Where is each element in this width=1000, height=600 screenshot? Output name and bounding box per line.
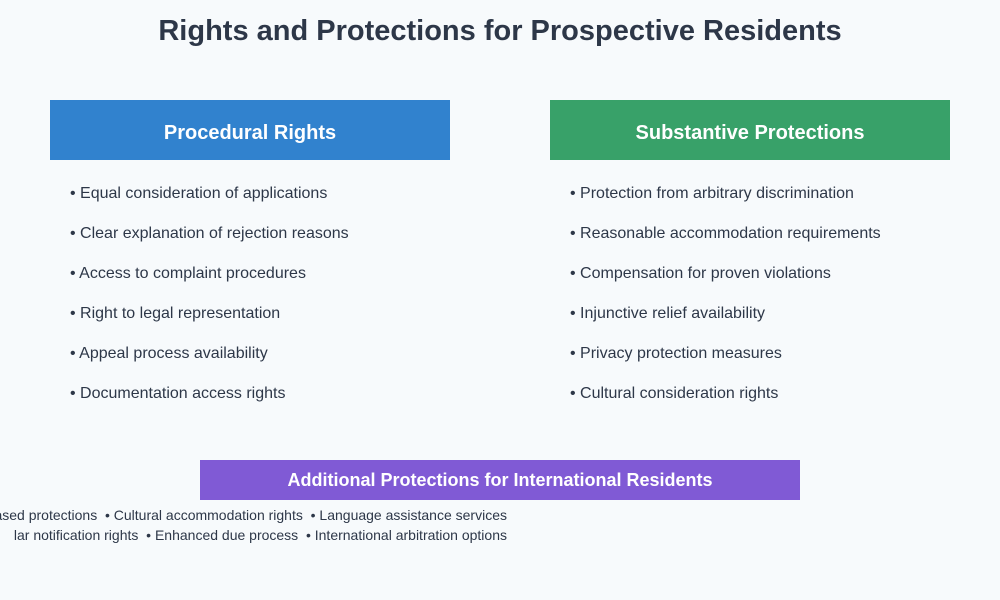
list-item: • Appeal process availability [70, 345, 268, 362]
international-protections-line-1: ased protections • Cultural accommodation… [0, 506, 507, 524]
list-item: • Access to complaint procedures [70, 265, 306, 282]
list-item: • Privacy protection measures [570, 345, 782, 362]
international-protections-line-2: lar notification rights • Enhanced due pr… [14, 526, 507, 544]
list-item: • Clear explanation of rejection reasons [70, 225, 349, 242]
page-title: Rights and Protections for Prospective R… [158, 15, 842, 47]
list-item: ased protections [0, 507, 98, 523]
list-item: • Reasonable accommodation requirements [570, 225, 881, 242]
international-protections-header: Additional Protections for International… [200, 460, 800, 500]
list-item: • Cultural accommodation rights [104, 507, 303, 523]
list-item: lar notification rights [13, 527, 139, 543]
list-item: • Cultural consideration rights [570, 385, 779, 402]
list-item: • Compensation for proven violations [570, 265, 831, 282]
substantive-protections-header: Substantive Protections [550, 100, 950, 160]
list-item: • Documentation access rights [70, 385, 286, 402]
list-item: • Protection from arbitrary discriminati… [570, 185, 854, 202]
list-item: • International arbitration options [305, 527, 507, 543]
list-item: • Injunctive relief availability [570, 305, 766, 322]
list-item: • Enhanced due process [146, 527, 299, 543]
list-item: • Right to legal representation [70, 305, 281, 322]
procedural-rights-list: • Equal consideration of applications • … [70, 180, 349, 420]
list-item: • Language assistance services [310, 507, 507, 523]
substantive-protections-list: • Protection from arbitrary discriminati… [570, 180, 881, 420]
procedural-rights-header: Procedural Rights [50, 100, 450, 160]
list-item: • Equal consideration of applications [70, 185, 328, 202]
